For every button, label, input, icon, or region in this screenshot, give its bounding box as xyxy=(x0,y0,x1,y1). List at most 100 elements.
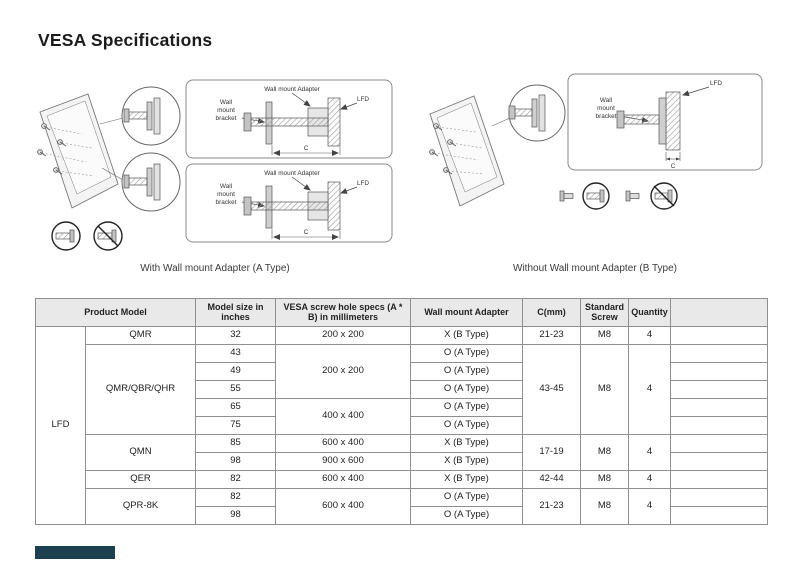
col-header-c-mm: C(mm) xyxy=(522,298,581,327)
table-row: 65 400 x 400 O (A Type) xyxy=(36,397,768,435)
table-cell-size: 85 xyxy=(195,433,276,453)
table-cell-adapter: O (A Type) xyxy=(410,343,523,363)
table-cell-screw: M8 xyxy=(580,469,629,489)
table-row: QMR/QBR/QHR 43 200 x 200 O (A Type) 43-4… xyxy=(36,343,768,435)
table-cell-screw: M8 xyxy=(580,325,629,345)
screw-ok-circle xyxy=(51,221,81,251)
diagram-with-adapter: Wall mount Adapter Wall mount bracket LF… xyxy=(30,68,400,265)
table-cell-size: 65 xyxy=(195,397,276,417)
table-cell-model: QPR-8K xyxy=(85,487,196,525)
table-cell-blank xyxy=(670,433,768,453)
svg-text:bracket: bracket xyxy=(216,199,237,206)
table-cell-blank xyxy=(670,487,768,507)
table-cell-adapter: X (B Type) xyxy=(410,451,523,471)
table-cell-size: 32 xyxy=(195,325,276,345)
svg-text:mount: mount xyxy=(217,191,235,198)
col-header-quantity: Quantity xyxy=(628,298,671,327)
table-cell-screw: M8 xyxy=(580,487,629,525)
table-cell-adapter: O (A Type) xyxy=(410,415,523,435)
diagram-b-svg: Wall mount bracket LFD xyxy=(429,73,763,210)
table-cell-vesa: 900 x 600 xyxy=(275,451,411,471)
screw-prohibited-circle xyxy=(93,221,123,251)
table-cell-adapter: X (B Type) xyxy=(410,325,523,345)
table-cell-size: 75 xyxy=(195,415,276,435)
table-cell-screw: M8 xyxy=(580,343,629,435)
table-row: QMN 85 600 x 400 X (B Type) 17-19 M8 4 xyxy=(36,433,768,471)
page-title: VESA Specifications xyxy=(38,30,213,50)
table-cell-adapter: O (A Type) xyxy=(410,505,523,525)
diagram-without-adapter: Wall mount bracket LFD xyxy=(420,68,770,263)
table-cell-size: 43 xyxy=(195,343,276,363)
panel-screw-icons xyxy=(429,123,457,175)
table-cell-adapter: O (A Type) xyxy=(410,397,523,417)
table-row: QER 82 600 x 400 X (B Type) 42-44 M8 4 xyxy=(36,469,768,489)
detail-box-adapter-bottom: Wall mount Adapter Wall mount bracket LF… xyxy=(185,163,393,243)
cross-section-art xyxy=(243,181,341,231)
vesa-spec-table: Product Model Model size in inches VESA … xyxy=(35,298,768,525)
table-cell-qty: 4 xyxy=(628,325,671,345)
header-row: Product Model Model size in inches VESA … xyxy=(35,298,768,327)
prohibition-slash-icon xyxy=(653,185,675,207)
table-cell-blank xyxy=(670,451,768,471)
col-header-vesa-specs: VESA screw hole specs (A * B) in millime… xyxy=(275,298,411,327)
svg-text:mount: mount xyxy=(597,105,615,112)
leader-dashed-lines xyxy=(41,126,95,177)
screw-ok-group xyxy=(559,182,610,210)
panel-screw-icons xyxy=(37,123,67,175)
table-cell-adapter: X (B Type) xyxy=(410,433,523,453)
table-cell-vesa: 600 x 400 xyxy=(275,487,411,525)
wall-mount-bracket-label: Wall xyxy=(220,183,232,190)
table-cell-qty: 4 xyxy=(628,343,671,435)
table-row: 98 900 x 600 X (B Type) xyxy=(36,451,768,471)
table-cell-c: 43-45 xyxy=(522,343,581,435)
svg-text:mount: mount xyxy=(217,107,235,114)
table-row: 98 O (A Type) xyxy=(36,505,768,525)
table-cell-blank xyxy=(670,505,768,525)
diagram-a-svg: Wall mount Adapter Wall mount bracket LF… xyxy=(37,79,393,251)
table-cell-blank xyxy=(670,397,768,417)
table-cell-size: 98 xyxy=(195,451,276,471)
table-cell-adapter: O (A Type) xyxy=(410,361,523,381)
lfd-label: LFD xyxy=(710,80,722,87)
c-dimension xyxy=(271,145,341,156)
table-cell-vesa: 400 x 400 xyxy=(275,397,411,435)
col-header-adapter: Wall mount Adapter xyxy=(410,298,523,327)
detail-box-adapter-top: Wall mount Adapter Wall mount bracket LF… xyxy=(185,79,393,159)
cross-section-art xyxy=(243,97,341,147)
wall-mount-bracket-label: Wall xyxy=(220,99,232,106)
callout-circle xyxy=(491,84,566,142)
table-cell-vesa: 600 x 400 xyxy=(275,433,411,453)
detail-box-no-adapter: Wall mount bracket LFD xyxy=(567,73,763,171)
c-dimension xyxy=(271,229,341,240)
cross-section-art xyxy=(616,91,681,151)
table-cell-qty: 4 xyxy=(628,487,671,525)
table-cell-blank xyxy=(670,379,768,399)
table-cell-c: 42-44 xyxy=(522,469,581,489)
screw-prohibited-group xyxy=(625,182,678,210)
table-cell-blank xyxy=(670,361,768,381)
table-cell-adapter: O (A Type) xyxy=(410,487,523,507)
table-cell-model: QMR xyxy=(85,325,196,345)
table-cell-screw: M8 xyxy=(580,433,629,471)
table-cell-qty: 4 xyxy=(628,469,671,489)
table-cell-blank xyxy=(670,325,768,345)
table-cell-model: QMN xyxy=(85,433,196,471)
table-cell-size: 82 xyxy=(195,487,276,507)
svg-text:bracket: bracket xyxy=(596,113,617,120)
table-cell-vesa: 200 x 200 xyxy=(275,343,411,399)
table-cell-size: 49 xyxy=(195,361,276,381)
table-cell-vesa: 200 x 200 xyxy=(275,325,411,345)
table-cell-size: 98 xyxy=(195,505,276,525)
caption-b-type: Without Wall mount Adapter (B Type) xyxy=(513,263,677,274)
c-dimension-label: C xyxy=(671,163,676,170)
table-row: QPR-8K 82 600 x 400 O (A Type) 21-23 M8 … xyxy=(36,487,768,525)
prohibition-slash-icon xyxy=(97,225,119,247)
footer-bar xyxy=(35,546,115,559)
lfd-label: LFD xyxy=(357,180,369,187)
col-header-product-model: Product Model xyxy=(35,298,196,327)
table-cell-size: 82 xyxy=(195,469,276,489)
table-cell-size: 55 xyxy=(195,379,276,399)
table-cell-adapter: X (B Type) xyxy=(410,469,523,489)
wall-mount-adapter-label: Wall mount Adapter xyxy=(264,86,320,93)
